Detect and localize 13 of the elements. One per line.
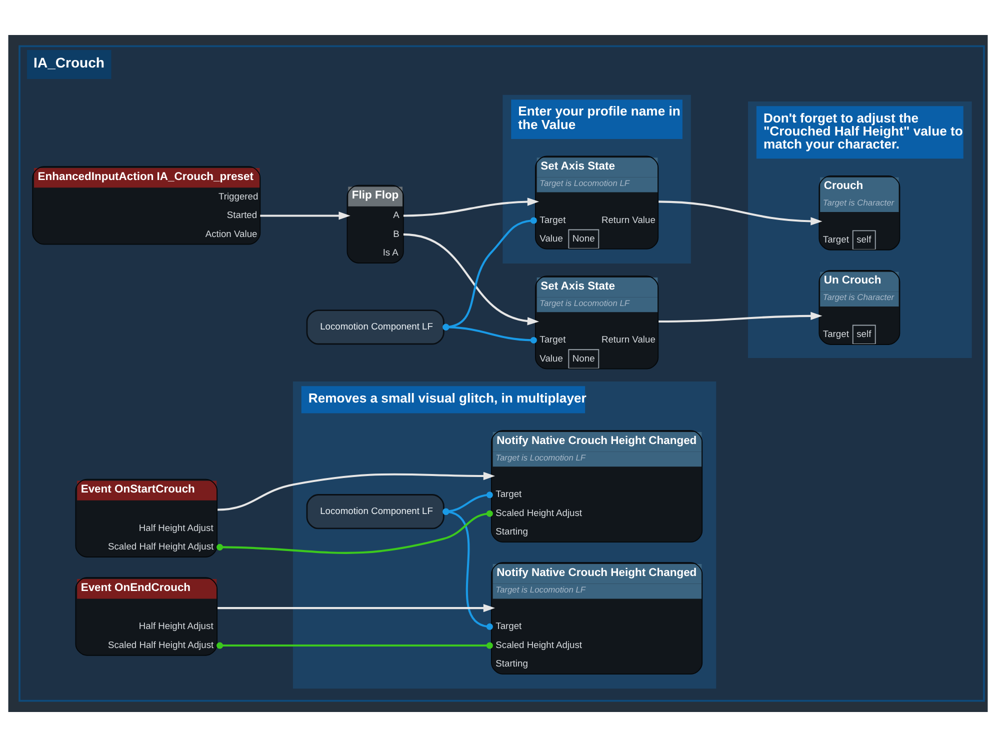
connector	[216, 510, 493, 554]
arrow	[260, 212, 350, 220]
arrow	[658, 200, 822, 226]
arrow	[403, 233, 540, 326]
arrow	[218, 604, 496, 612]
node-box: Locomotion Component LF	[306, 494, 444, 530]
arrow	[218, 472, 496, 511]
connector	[442, 217, 537, 330]
connector	[442, 324, 537, 344]
arrow	[658, 312, 822, 323]
node-box: Locomotion Component LF	[306, 310, 444, 345]
arrow	[403, 198, 540, 217]
connector	[216, 642, 493, 649]
